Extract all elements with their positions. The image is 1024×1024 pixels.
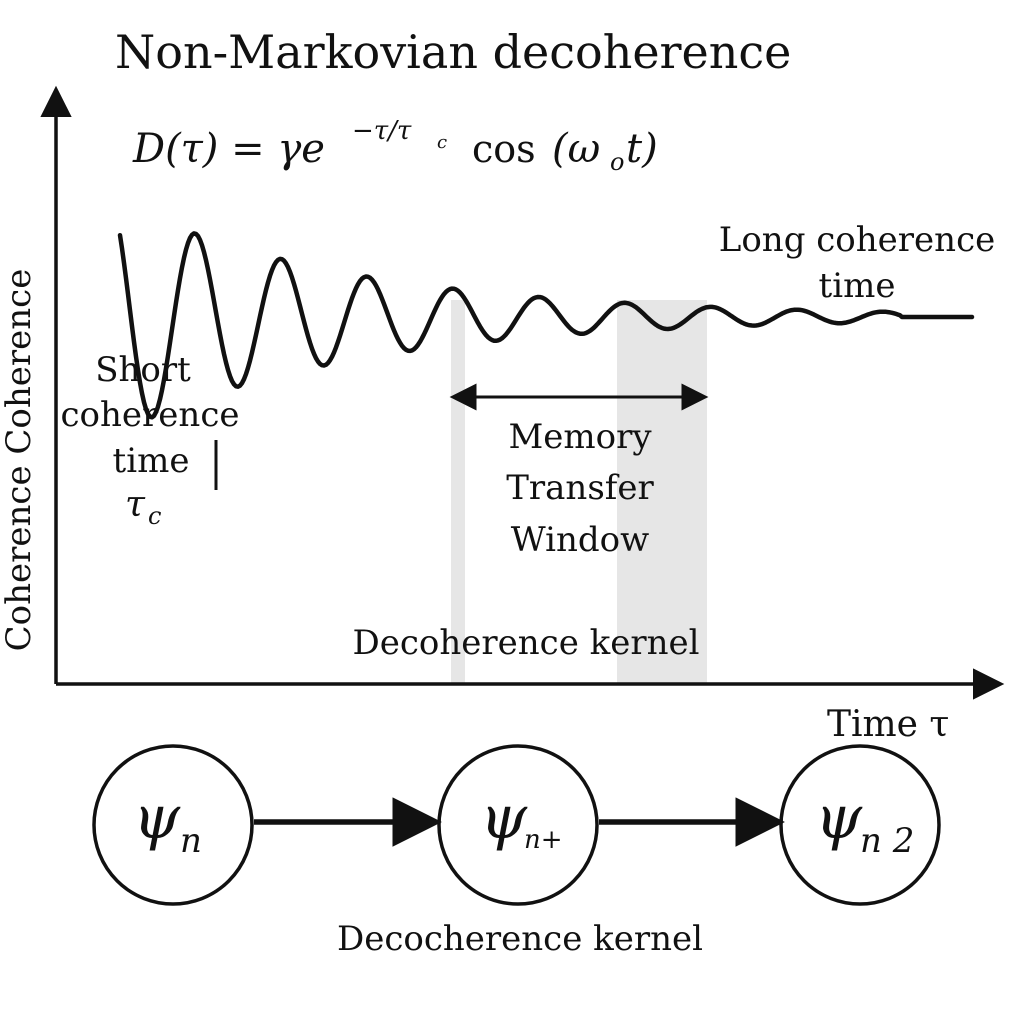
decoherence-formula: D(τ) = γe −τ/τ c cos (ω o t) [132,116,658,176]
state-symbol: ψ [133,783,181,853]
formula-cos: cos [472,127,536,171]
x-axis-label: Time τ [827,704,949,745]
short-coherence-symbol: τ [125,484,146,525]
state-subscript: n [180,821,202,861]
coherence-curve [117,231,975,420]
kernel-label-lower: Decocherence kernel [337,919,703,959]
y-axis-label: Coherence Coherence [0,269,39,652]
state-subscript: n 2 [860,821,914,861]
memory-window-line2: Transfer [506,468,654,508]
formula-exponent-sub: c [437,132,447,153]
state-node-1: ψ n [92,744,254,906]
state-symbol: ψ [480,783,528,853]
memory-window-band-right [617,300,707,684]
memory-window-line1: Memory [508,417,652,457]
state-subscript: n+ [524,825,563,855]
formula-arg-sub: o [610,148,624,176]
kernel-label-upper: Decoherence kernel [352,623,699,663]
formula-exponent: −τ/τ [352,116,412,146]
formula-arg: (ω [552,126,600,172]
figure-title: Non-Markovian decoherence [115,25,791,79]
state-node-3: ψ n 2 [779,744,941,906]
formula-arg-end: t) [626,126,658,172]
short-coherence-label-line1: Short [95,350,191,390]
short-coherence-label-line3: time [113,441,190,481]
long-coherence-label-line2: time [819,266,896,306]
short-coherence-label-line2: coherence [61,395,240,435]
memory-window-line3: Window [511,520,649,560]
short-coherence-symbol-sub: c [148,502,161,530]
state-symbol: ψ [815,783,863,853]
long-coherence-label-line1: Long coherence [719,220,995,260]
state-node-2: ψ n+ [437,744,599,906]
formula-lhs: D(τ) = γe [132,126,325,172]
